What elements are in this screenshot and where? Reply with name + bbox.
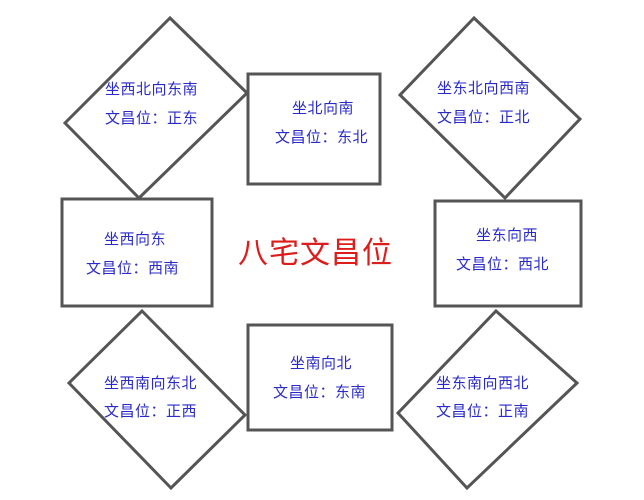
node-southwest-line2: 文昌位：正西 [104,402,198,420]
node-southeast-line1: 坐东南向西北 [436,374,530,392]
node-northwest-line2: 文昌位：正东 [105,109,199,127]
node-north-line2: 文昌位：东北 [275,128,369,146]
node-northeast-line2: 文昌位：正北 [437,108,531,126]
rect-west [60,197,214,308]
rect-east [433,199,583,308]
node-southwest-line1: 坐西南向东北 [104,374,198,392]
node-south-line2: 文昌位：东南 [273,383,367,401]
node-east-line2: 文昌位：西北 [456,255,550,273]
node-southeast-line2: 文昌位：正南 [436,402,530,420]
node-west-line1: 坐西向东 [104,230,167,248]
diamond-southwest [66,308,248,491]
rect-south [246,323,394,432]
node-northeast-line1: 坐东北向西南 [437,79,531,97]
node-northwest-line1: 坐西北向东南 [105,80,199,98]
diamond-northwest [62,15,250,201]
node-south-line1: 坐南向北 [290,354,353,372]
node-west-line2: 文昌位：西南 [86,259,180,277]
node-north-line1: 坐北向南 [292,99,355,117]
rect-north [246,72,382,186]
diamond-northeast [397,15,583,201]
diagram-title: 八宅文昌位 [238,236,393,271]
diamond-southeast [395,308,580,491]
node-east-line1: 坐东向西 [476,226,539,244]
